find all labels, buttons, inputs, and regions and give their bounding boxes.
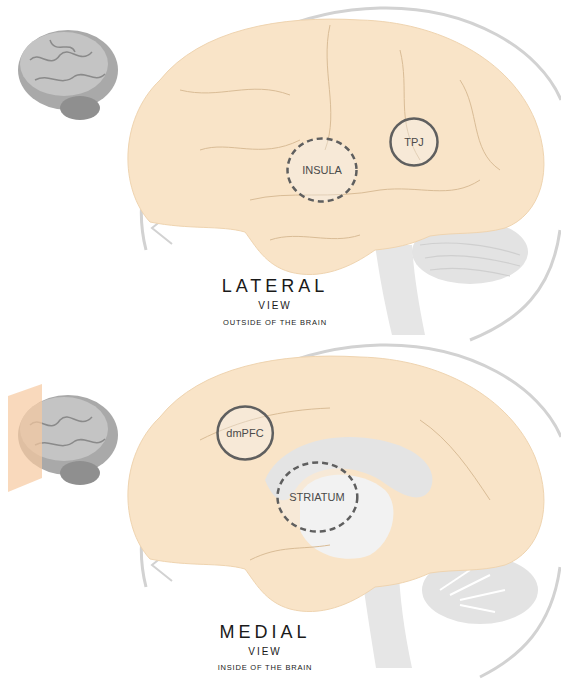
region-name: dmPFC bbox=[226, 427, 263, 439]
region-name: STRIATUM bbox=[289, 491, 344, 503]
lateral-brain bbox=[128, 19, 544, 335]
view-label: VIEW bbox=[258, 300, 292, 311]
view-label: MEDIAL bbox=[219, 622, 310, 643]
view-label: INSIDE OF THE BRAIN bbox=[218, 663, 313, 672]
region-ellipse: INSULA bbox=[286, 137, 358, 203]
region-circle: TPJ bbox=[389, 117, 439, 167]
view-label: VIEW bbox=[248, 646, 282, 657]
region-name: TPJ bbox=[404, 136, 424, 148]
brain-icon-sectioned bbox=[8, 384, 118, 492]
brain-icon bbox=[18, 30, 118, 120]
region-ellipse: STRIATUM bbox=[276, 461, 359, 533]
medial-brain bbox=[128, 356, 544, 668]
region-circle: dmPFC bbox=[216, 405, 274, 461]
region-name: INSULA bbox=[302, 164, 342, 176]
view-label: OUTSIDE OF THE BRAIN bbox=[223, 318, 327, 327]
view-label: LATERAL bbox=[222, 276, 329, 297]
